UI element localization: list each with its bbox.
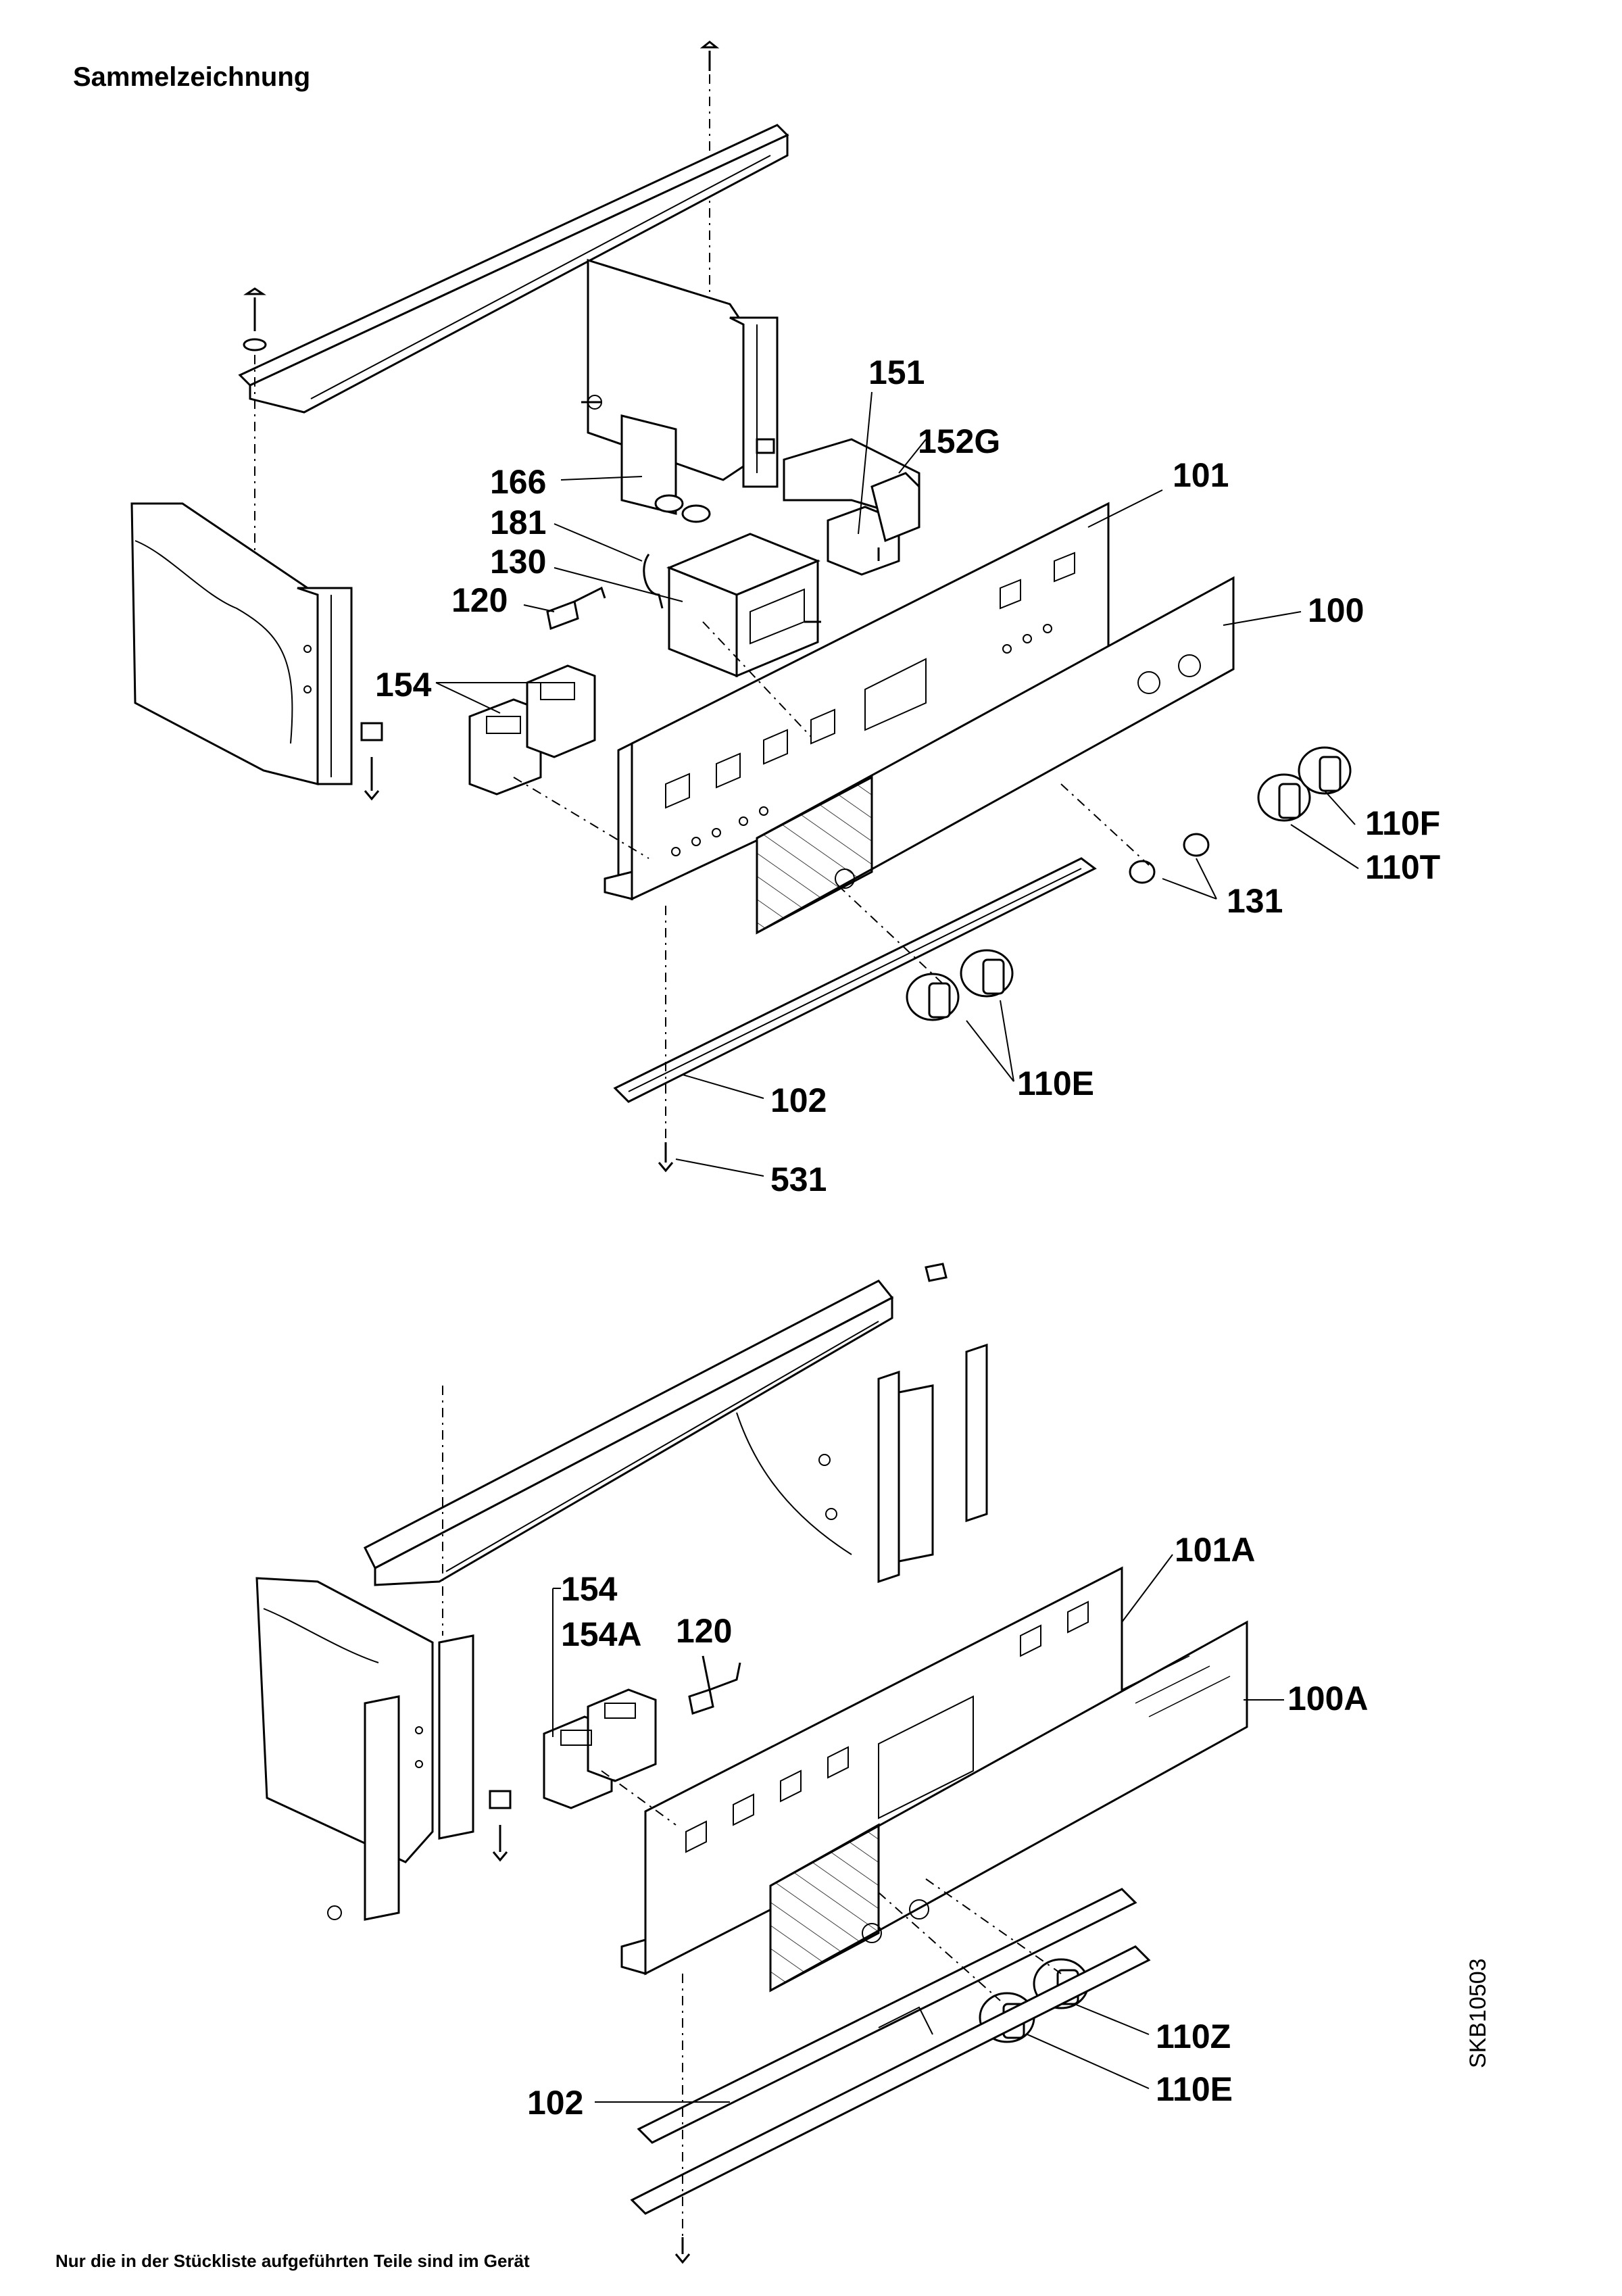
part-152G-switch [783, 438, 920, 543]
part-110F-110T-knobs [1257, 746, 1352, 822]
part-110E-knobs-top [906, 949, 1014, 1021]
part-102-bottom-rails [630, 1888, 1151, 2215]
callout-101: 101 [1173, 456, 1229, 494]
footer-note: Nur die in der Stückliste aufgeführten T… [55, 2251, 530, 2271]
part-131-buttons [1129, 833, 1210, 884]
callout-181: 181 [490, 504, 546, 541]
side-bracket-left-top [130, 502, 353, 785]
top-rail-bottom [363, 1279, 894, 1586]
rear-bracket-bottom [736, 1343, 988, 1584]
callout-151: 151 [868, 353, 925, 391]
drawing-title: Sammelzeichnung [73, 62, 311, 92]
side-bracket-left-bottom [255, 1577, 474, 1921]
top-rail [238, 124, 789, 414]
top-assembly: 151 152G 166 181 130 101 120 100 154 110… [130, 41, 1440, 1198]
part-531-screw [658, 1142, 674, 1173]
part-100A-glass-front [769, 1620, 1248, 1993]
callout-100: 100 [1308, 591, 1364, 629]
part-102-bottom-rail [613, 857, 1097, 1103]
screw-bottom [674, 2237, 691, 2264]
callout-154A: 154A [561, 1615, 642, 1653]
callout-154: 154 [375, 666, 432, 704]
clip-left-top [360, 722, 383, 801]
part-120-bracket [546, 586, 606, 631]
part-100-glass-front [756, 576, 1235, 935]
callout-110Z: 110Z [1156, 2018, 1231, 2055]
callout-102-bottom: 102 [527, 2084, 583, 2122]
callout-166: 166 [490, 463, 546, 501]
callout-154-bottom: 154 [561, 1570, 618, 1608]
clip-top-bottom [925, 1263, 948, 1282]
callout-531: 531 [770, 1161, 827, 1198]
part-166-relay [581, 395, 711, 523]
part-154-154A-switches [543, 1688, 657, 1809]
callout-120: 120 [451, 581, 508, 619]
part-130-timer [666, 533, 821, 678]
part-181-spring [643, 554, 664, 609]
callout-110E-bottom: 110E [1156, 2070, 1233, 2108]
callout-100A: 100A [1287, 1680, 1369, 1717]
screw-left-top [243, 287, 267, 351]
drawing-code: SKB10503 [1465, 1958, 1491, 2068]
callout-110E: 110E [1017, 1065, 1094, 1102]
screw-top [699, 41, 720, 71]
callout-101A: 101A [1175, 1531, 1256, 1569]
callout-152G: 152G [918, 422, 1000, 460]
clip-left-bottom [489, 1790, 512, 1862]
part-120-bracket-bottom [688, 1655, 741, 1715]
callout-130: 130 [490, 543, 546, 581]
callout-110F: 110F [1365, 804, 1440, 842]
rear-housing-top [587, 258, 779, 488]
part-154-switches [468, 664, 596, 796]
callout-120-bottom: 120 [676, 1612, 732, 1650]
bottom-assembly: 101A 154 154A 120 100A 110Z 110E 102 [255, 1263, 1369, 2264]
callout-131: 131 [1227, 882, 1283, 920]
callout-110T: 110T [1365, 848, 1440, 886]
callout-102: 102 [770, 1081, 827, 1119]
